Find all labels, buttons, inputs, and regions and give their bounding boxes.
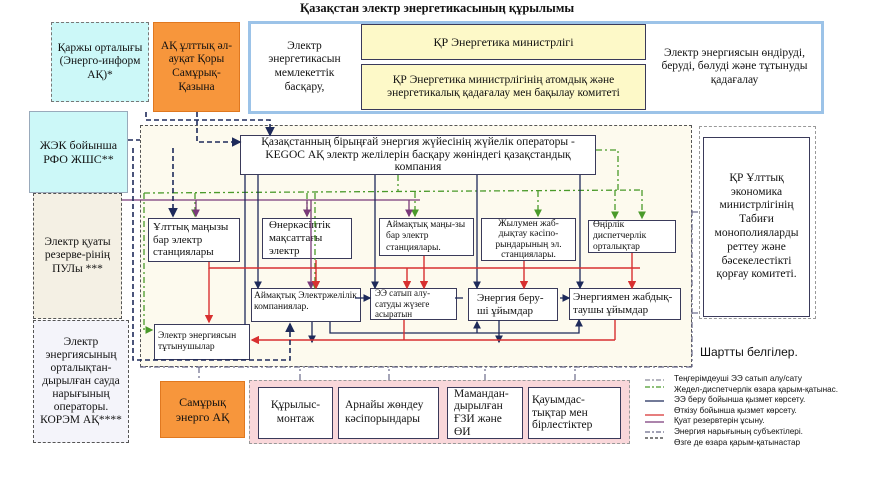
legend-item-dispatch: Жедел-диспетчерлік өзара қарым-қатынас. bbox=[674, 384, 839, 394]
ee-trading-box: ЭЭ сатып алу-сатуды жүзеге асыратын bbox=[370, 288, 457, 320]
samruk-kazyna-box: АҚ ұлттық әл-ауқат Қоры Самұрық-Қазына bbox=[153, 22, 240, 112]
station-box-regional: Аймақтық маңы-зы бар электр станциялары. bbox=[379, 218, 474, 256]
kegoc-label: Қазақстанның бірыңғай энергия жүйесінің … bbox=[261, 136, 575, 174]
bottom-box-label: Құрылыс-монтаж bbox=[270, 399, 321, 425]
energy-supply-box: Энергиямен жабдық-таушы ұйымдар bbox=[569, 288, 681, 320]
dispatch-centers-label: Өңірлік диспетчерлік орталықтар bbox=[593, 219, 647, 253]
legend-swatches bbox=[645, 379, 664, 439]
legend-item-reserve: Қуат резервтерін ұсыну. bbox=[674, 416, 765, 426]
samruk-kazyna-label: АҚ ұлттық әл-ауқат Қоры Самұрық-Қазына bbox=[160, 39, 233, 93]
energy-transmit-box: Энергия беру-ші ұйымдар bbox=[468, 288, 558, 321]
station-box-national: Ұлттық маңызы бар электр станциялары bbox=[148, 218, 240, 262]
right-committee-label: ҚР Ұлттық экономика министрлігінің Табиғ… bbox=[714, 171, 799, 281]
station-label: Аймақтық маңы-зы бар электр станциялары. bbox=[386, 220, 466, 253]
finance-center-label: Қаржы орталығы (Энерго-информ АҚ)* bbox=[57, 41, 143, 81]
ee-trading-label: ЭЭ сатып алу-сатуды жүзеге асыратын bbox=[375, 288, 431, 320]
consumers-box: Электр энергиясын тұтынушылар bbox=[154, 324, 250, 360]
consumers-label: Электр энергиясын тұтынушылар bbox=[158, 330, 237, 352]
right-committee-box: ҚР Ұлттық экономика министрлігінің Табиғ… bbox=[703, 137, 810, 317]
bottom-box-repair: Арнайы жөндеу кәсіпорындары bbox=[338, 387, 439, 439]
station-label: Жылумен жаб-дықтау кәсіпо-рындарының эл.… bbox=[495, 218, 562, 260]
bottom-box-label: Мамандан-дырылған ҒЗИ және ӨИ bbox=[454, 387, 509, 438]
supervision-box: Электр энергиясын өндіруді, беруді, бөлу… bbox=[649, 24, 820, 110]
korem-label: Электр энергиясының орталықтан-дырылған … bbox=[40, 336, 122, 426]
diagram-title: Қазақстан электр энергетикасының құрылым… bbox=[300, 1, 575, 15]
reserve-pool-box: Электр қуаты резерве-рінің ПУЛы *** bbox=[33, 193, 122, 319]
legend-item-balancing: Теңгерімдеуші ЭЭ сатып алу/сату bbox=[674, 374, 802, 383]
kegoc-box: Қазақстанның бірыңғай энергия жүйесінің … bbox=[240, 135, 596, 175]
energy-supply-label: Энергиямен жабдық-таушы ұйымдар bbox=[573, 291, 673, 316]
legend-title: Шартты белгілер. bbox=[700, 345, 798, 359]
reserve-pool-label: Электр қуаты резерве-рінің ПУЛы *** bbox=[44, 235, 111, 275]
regional-grid-box: Аймақтық Электржелілік компаниялар. bbox=[251, 288, 361, 322]
other-lines bbox=[128, 112, 295, 361]
bottom-box-construction: Құрылыс-монтаж bbox=[258, 387, 333, 439]
state-management-box: Электр энергетикасын мемлекеттік басқару… bbox=[252, 24, 357, 110]
bottom-box-label: Қауымдас-тықтар мен бірлестіктер bbox=[532, 394, 593, 432]
reserve-lines bbox=[122, 199, 420, 290]
dispatch-centers-box: Өңірлік диспетчерлік орталықтар bbox=[588, 220, 676, 253]
bottom-box-label: Арнайы жөндеу кәсіпорындары bbox=[345, 399, 424, 425]
ministry-box: ҚР Энергетика министрлігі bbox=[361, 24, 646, 60]
finance-center-box: Қаржы орталығы (Энерго-информ АҚ)* bbox=[51, 22, 149, 102]
station-label: Ұлттық маңызы бар электр станциялары bbox=[153, 220, 229, 259]
dispatch-lines bbox=[143, 149, 646, 334]
service-lines bbox=[204, 253, 640, 345]
atomic-committee-box: ҚР Энергетика министрлігінің атомдық жән… bbox=[361, 64, 646, 110]
legend-item-market: Энергия нарығының субъектілері. bbox=[674, 426, 803, 436]
bottom-box-research: Мамандан-дырылған ҒЗИ және ӨИ bbox=[447, 387, 523, 439]
atomic-committee-label: ҚР Энергетика министрлігінің атомдық жән… bbox=[387, 74, 620, 99]
korem-box: Электр энергиясының орталықтан-дырылған … bbox=[33, 320, 129, 443]
rfo-box: ЖЭК бойынша РФО ЖШС** bbox=[29, 111, 128, 193]
station-box-heat: Жылумен жаб-дықтау кәсіпо-рындарының эл.… bbox=[481, 218, 576, 261]
ministry-label: ҚР Энергетика министрлігі bbox=[433, 34, 574, 49]
energy-transmit-label: Энергия беру-ші ұйымдар bbox=[477, 291, 544, 317]
legend-item-other: Өзге де өзара қарым-қатынастар bbox=[674, 437, 801, 447]
supervision-label: Электр энергиясын өндіруді, беруді, бөлу… bbox=[661, 46, 808, 86]
state-management-label: Электр энергетикасын мемлекеттік басқару… bbox=[268, 39, 341, 93]
right-committee-frame bbox=[699, 126, 816, 319]
samruk-energo-label: Самұрық энерго АҚ bbox=[175, 395, 230, 424]
market-lines bbox=[140, 210, 699, 381]
legend-item-service: Өткізу бойынша қызмет көрсету. bbox=[674, 405, 797, 415]
transmission-lines bbox=[244, 175, 584, 344]
regional-grid-label: Аймақтық Электржелілік компаниялар. bbox=[254, 291, 357, 313]
samruk-energo-box: Самұрық энерго АҚ bbox=[160, 381, 245, 438]
legend-item-transmission: ЭЭ беру бойынша қызмет көрсету. bbox=[674, 395, 806, 405]
bottom-box-associations: Қауымдас-тықтар мен бірлестіктер bbox=[528, 387, 621, 439]
rfo-label: ЖЭК бойынша РФО ЖШС** bbox=[39, 137, 118, 166]
